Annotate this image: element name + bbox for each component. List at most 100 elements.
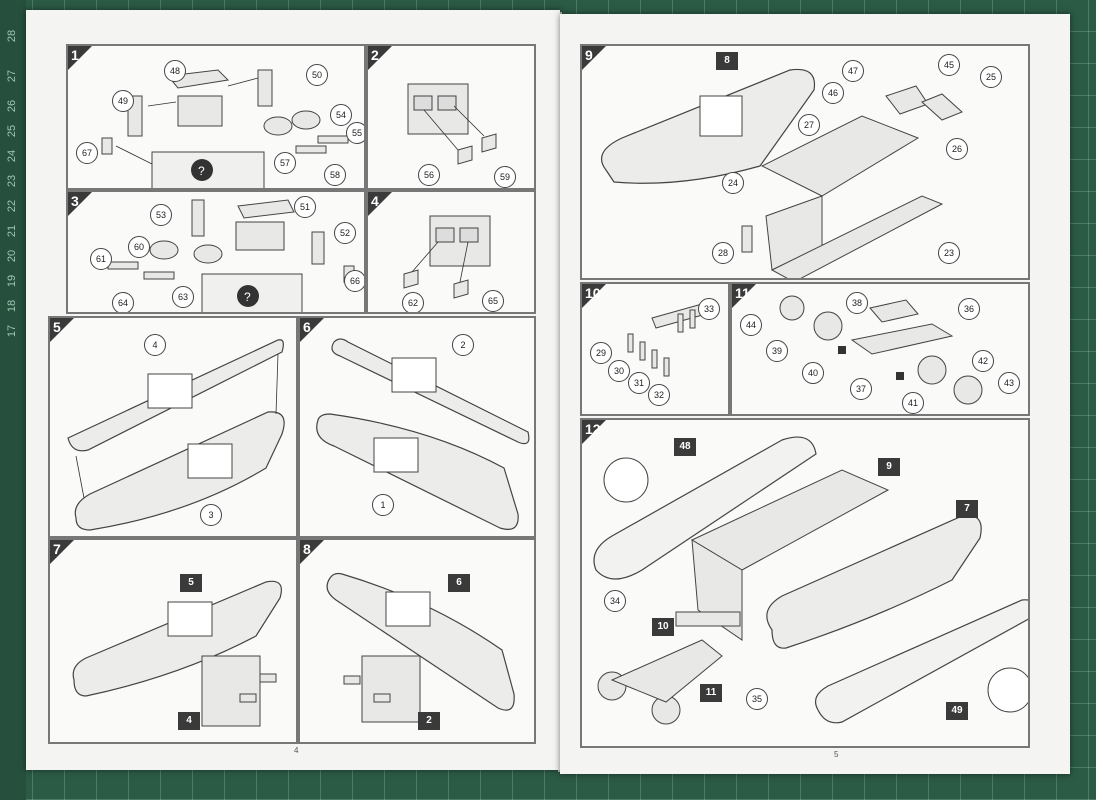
part-callout: 47 (842, 60, 864, 82)
part-callout: 37 (850, 378, 872, 400)
step-12-panel: 12 48 9 7 10 11 49 34 35 (580, 418, 1030, 748)
step-6-panel: 6 2 1 (298, 316, 536, 538)
step-number: 10 (585, 285, 601, 301)
step-number: 11 (735, 285, 750, 301)
part-callout: 45 (938, 54, 960, 76)
part-tag: 11 (700, 684, 722, 702)
part-tag: 6 (448, 574, 470, 592)
part-callout: 43 (998, 372, 1020, 394)
ruler-mark: 27 (6, 69, 19, 83)
part-tag: 2 (418, 712, 440, 730)
part-callout: 2 (452, 334, 474, 356)
ruler-mark: 28 (6, 29, 19, 43)
part-callout: 44 (740, 314, 762, 336)
part-callout: 64 (112, 292, 134, 312)
part-callout: 40 (802, 362, 824, 384)
part-callout: 60 (128, 236, 150, 258)
ruler-mark: 23 (6, 174, 19, 188)
svg-text:?: ? (244, 290, 251, 304)
part-callout: 28 (712, 242, 734, 264)
part-callout: 30 (608, 360, 630, 382)
part-tag: 48 (674, 438, 696, 456)
ruler-mark: 22 (6, 199, 19, 213)
part-tag: 10 (652, 618, 674, 636)
step-number: 7 (53, 541, 61, 557)
part-callout: 48 (164, 60, 186, 82)
part-tag: 9 (878, 458, 900, 476)
part-callout: 39 (766, 340, 788, 362)
step-2-drawing (407, 83, 497, 165)
part-callout: 34 (604, 590, 626, 612)
step-3-drawing: ? (107, 199, 355, 312)
instruction-page-left: 1 ? 48 50 49 54 55 67 57 58 2 (26, 10, 560, 770)
step-badge (368, 192, 394, 218)
step-badge (300, 540, 326, 566)
step-9-panel: 9 8 47 45 25 46 27 26 24 28 23 (580, 44, 1030, 280)
part-callout: 66 (344, 270, 364, 292)
part-callout: 67 (76, 142, 98, 164)
step-7-drawing (72, 580, 282, 727)
step-badge (68, 46, 94, 72)
step-1-panel: 1 ? 48 50 49 54 55 67 57 58 (66, 44, 366, 190)
step-badge (582, 284, 608, 310)
part-callout: 55 (346, 122, 364, 144)
ruler-mark: 21 (6, 224, 19, 238)
step-4-panel: 4 62 65 (366, 190, 536, 314)
step-12-drawing (593, 436, 1028, 725)
step-10-drawing (627, 303, 707, 377)
part-callout: 23 (938, 242, 960, 264)
part-callout: 27 (798, 114, 820, 136)
step-number: 2 (371, 47, 379, 63)
part-callout: 3 (200, 504, 222, 526)
step-11-panel: 11 38 36 44 39 40 37 42 43 41 (730, 282, 1030, 416)
part-tag: 5 (180, 574, 202, 592)
step-number: 3 (71, 193, 79, 209)
part-callout: 35 (746, 688, 768, 710)
step-2-panel: 2 56 59 (366, 44, 536, 190)
part-callout: 50 (306, 64, 328, 86)
step-11-drawing (779, 295, 983, 405)
part-callout: 56 (418, 164, 440, 186)
part-callout: 24 (722, 172, 744, 194)
svg-text:?: ? (198, 164, 205, 178)
step-8-drawing (326, 572, 515, 723)
part-callout: 31 (628, 372, 650, 394)
ruler-mark: 25 (6, 124, 19, 138)
page-number: 5 (834, 750, 839, 759)
part-callout: 41 (902, 392, 924, 414)
part-callout: 59 (494, 166, 516, 188)
part-callout: 53 (150, 204, 172, 226)
part-tag: 7 (956, 500, 978, 518)
step-badge (300, 318, 326, 344)
step-number: 8 (303, 541, 311, 557)
ruler-mark: 24 (6, 149, 19, 163)
step-5-panel: 5 4 3 (48, 316, 298, 538)
instruction-page-right: 9 8 47 45 25 46 27 26 24 28 23 10 (560, 14, 1070, 774)
part-callout: 54 (330, 104, 352, 126)
step-number: 1 (71, 47, 79, 63)
step-number: 6 (303, 319, 311, 335)
part-callout: 42 (972, 350, 994, 372)
step-badge (582, 46, 608, 72)
part-callout: 46 (822, 82, 844, 104)
step-8-panel: 8 6 2 (298, 538, 536, 744)
page-number: 4 (294, 746, 299, 755)
part-callout: 29 (590, 342, 612, 364)
part-callout: 33 (698, 298, 720, 320)
part-tag: 8 (716, 52, 738, 70)
step-6-drawing (316, 338, 530, 530)
part-callout: 38 (846, 292, 868, 314)
part-callout: 65 (482, 290, 504, 312)
part-tag: 49 (946, 702, 968, 720)
ruler-mark: 26 (6, 99, 19, 113)
part-callout: 49 (112, 90, 134, 112)
step-badge (50, 318, 76, 344)
step-badge (50, 540, 76, 566)
step-number: 5 (53, 319, 61, 335)
part-callout: 32 (648, 384, 670, 406)
step-number: 12 (585, 421, 601, 437)
part-callout: 25 (980, 66, 1002, 88)
step-10-panel: 10 33 29 30 31 32 (580, 282, 730, 416)
step-9-drawing (601, 68, 963, 278)
mat-ruler: 28 27 26 25 24 23 22 21 20 19 18 17 (0, 0, 26, 800)
